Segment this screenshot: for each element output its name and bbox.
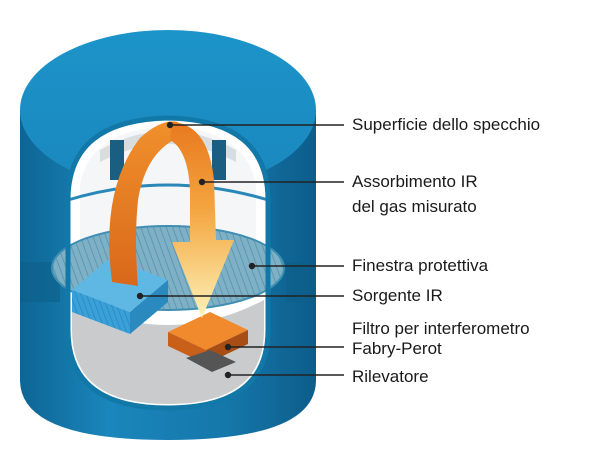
label-ir-absorption-2: del gas misurato bbox=[352, 197, 477, 216]
ir-beam bbox=[109, 121, 234, 318]
interior bbox=[51, 115, 285, 411]
back-post-right bbox=[212, 140, 226, 180]
back-post-left bbox=[110, 140, 124, 180]
label-filter-1: Filtro per interferometro bbox=[352, 319, 530, 338]
label-ir-source: Sorgente IR bbox=[352, 286, 443, 305]
beam-up-arrow bbox=[109, 121, 182, 286]
label-ir-absorption-1: Assorbimento IR bbox=[352, 172, 478, 191]
label-protective-window: Finestra protettiva bbox=[352, 256, 489, 275]
opening-rim bbox=[65, 115, 271, 411]
mirror-surface bbox=[100, 131, 236, 162]
beam-down-arrow bbox=[170, 122, 234, 318]
label-filter-2: Fabry-Perot bbox=[352, 339, 442, 358]
ir-source-block bbox=[72, 258, 168, 334]
inner-band bbox=[67, 183, 269, 202]
label-mirror-surface: Superficie dello specchio bbox=[352, 115, 541, 134]
label-detector: Rilevatore bbox=[352, 367, 429, 386]
protective-window-rim bbox=[51, 225, 285, 311]
leader-lines bbox=[136, 121, 344, 379]
detector bbox=[186, 350, 236, 372]
